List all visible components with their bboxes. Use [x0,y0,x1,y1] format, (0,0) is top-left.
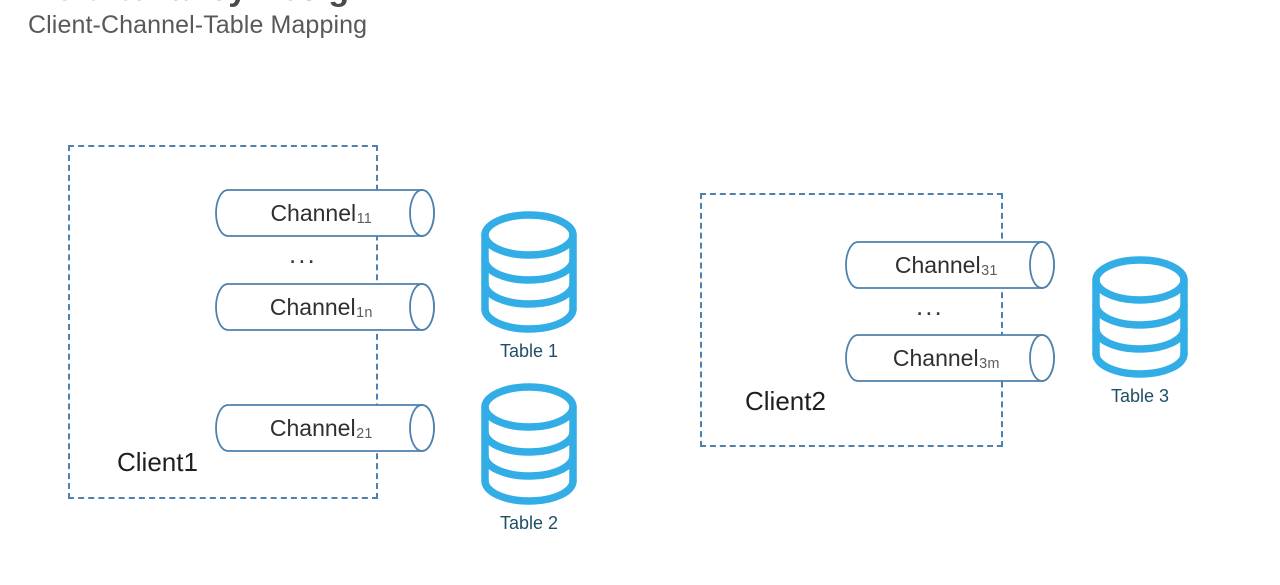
channel-name-text: Channel [892,344,979,371]
table-label-table3: Table 3 [1110,386,1170,406]
channel-subscript: 1n [356,305,373,322]
table-label-table2: Table 2 [499,513,559,533]
channel-subscript: 31 [981,263,998,280]
channel-subscript: 3m [979,356,1000,373]
page-title: Multi-tenancy Design [28,0,370,9]
table-node-table2[interactable]: Table 2 [477,382,581,542]
table-label-table1: Table 1 [499,341,559,361]
client-group-box-client2[interactable] [700,193,1003,447]
table-node-table3[interactable]: Table 3 [1088,255,1192,415]
channel-subscript: 21 [356,426,373,443]
database-icon [481,383,577,505]
channel-name-text: Channel [269,414,356,441]
table-node-table1[interactable]: Table 1 [477,210,581,370]
channel-subscript: 11 [356,211,373,228]
channel-ellipsis-client2: ... [916,291,944,321]
page-subtitle: Client-Channel-Table Mapping [28,11,368,39]
database-icon [1092,256,1188,378]
channel-name-text: Channel [269,293,356,320]
channel-name-text: Channel [894,251,981,278]
client-label-client1: Client1 [117,447,198,477]
database-icon [481,211,577,333]
client-label-client2: Client2 [745,386,826,416]
channel-name-text: Channel [270,199,357,226]
channel-ellipsis-client1: ... [289,239,317,269]
